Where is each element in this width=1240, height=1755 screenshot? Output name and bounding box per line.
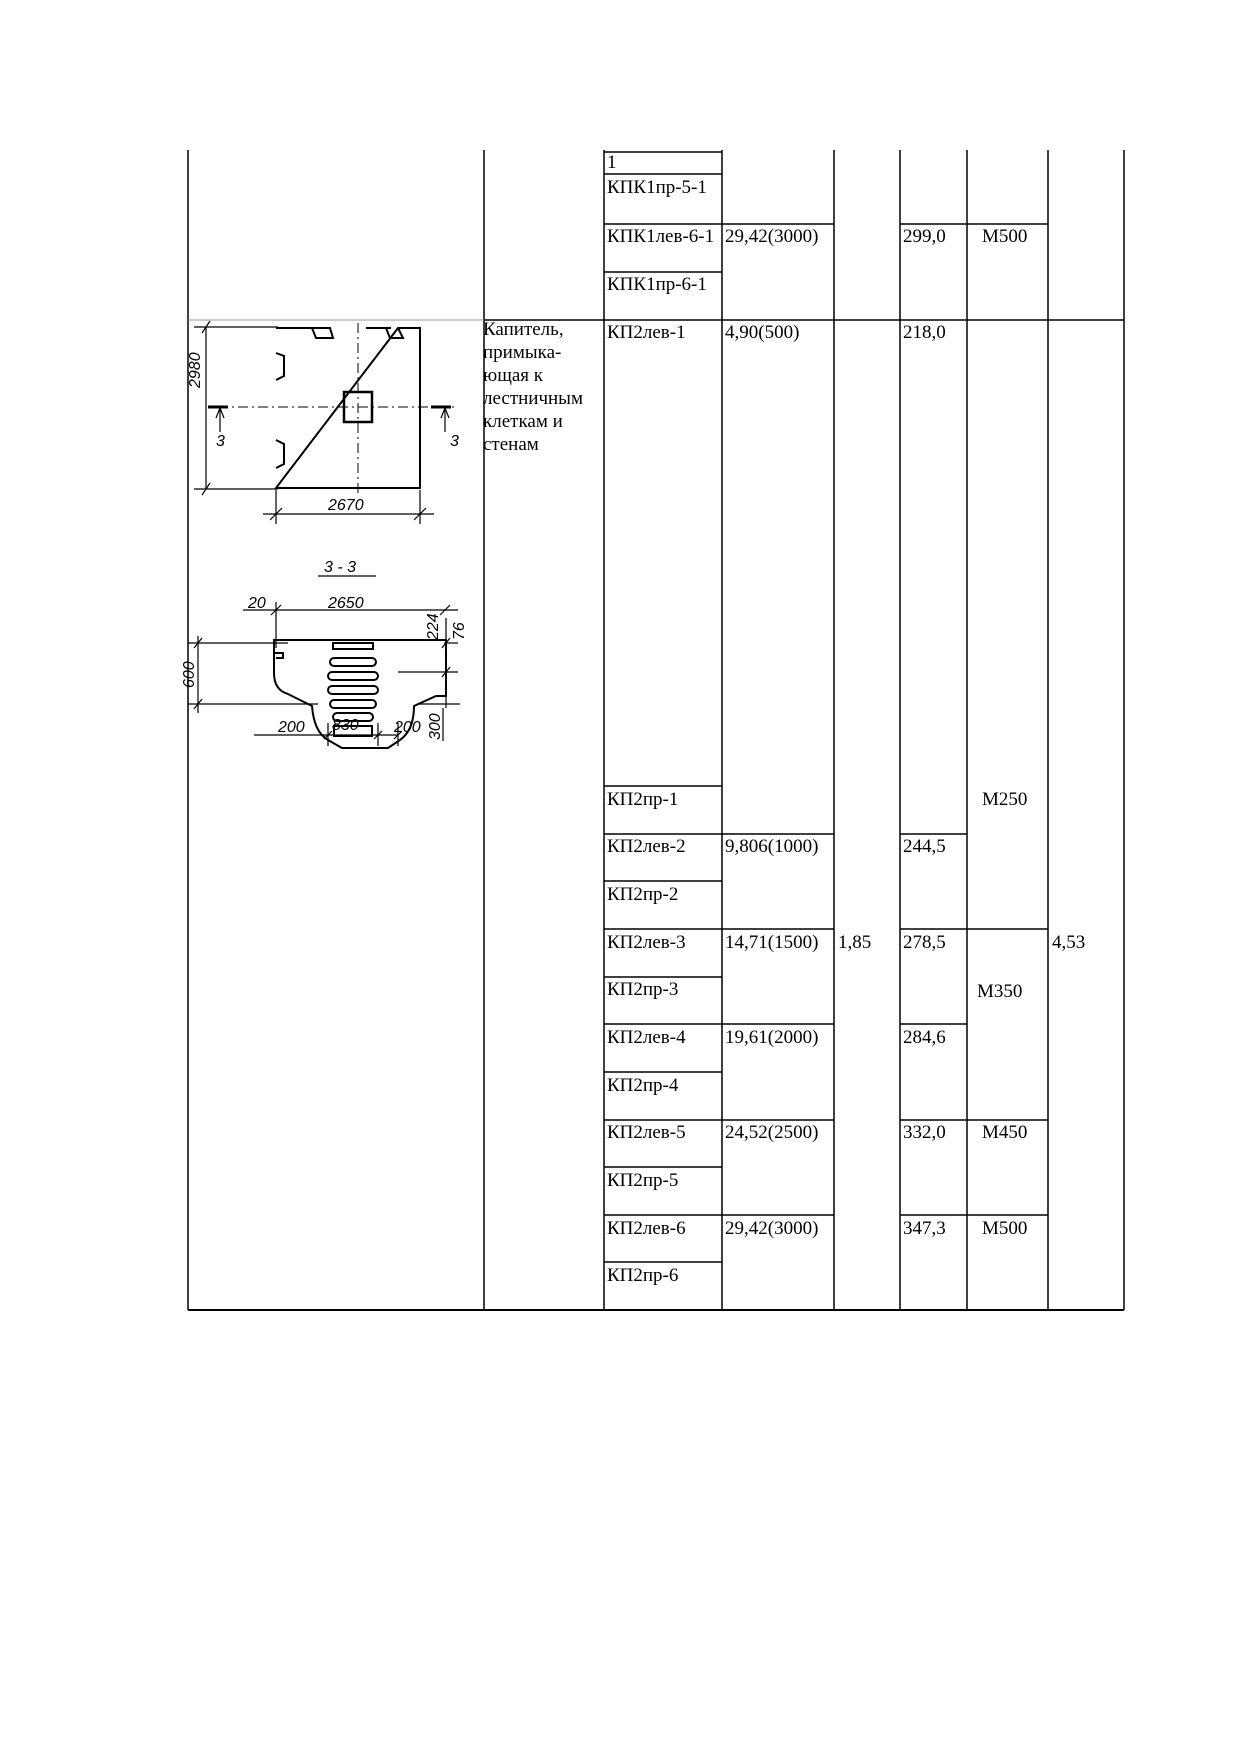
element-description: Капитель, примыка-ющая к лестничным клет… bbox=[483, 319, 583, 455]
mark-cell: КПК1пр-6-1 bbox=[607, 274, 707, 295]
concrete-cell: М500 bbox=[982, 226, 1028, 247]
mark-cell: КП2лев-5 bbox=[607, 1122, 686, 1143]
mass-cell: 332,0 bbox=[903, 1122, 946, 1143]
dim-20: 20 bbox=[247, 595, 266, 612]
concrete-cell: М500 bbox=[982, 1218, 1028, 1239]
mass-cell: 218,0 bbox=[903, 322, 946, 343]
section-mark-right: 3 bbox=[450, 433, 459, 450]
mass-cell: 244,5 bbox=[903, 836, 946, 857]
mass-cell: 284,6 bbox=[903, 1027, 946, 1048]
mark-cell: КП2лев-1 bbox=[607, 322, 686, 343]
mass-cell: 278,5 bbox=[903, 932, 946, 953]
mark-cell: КП2пр-1 bbox=[607, 789, 679, 810]
load-cell: 24,52(2500) bbox=[725, 1122, 819, 1143]
mark-cell: КП2пр-3 bbox=[607, 979, 679, 1000]
capital-drawing: 2980 3 3 2670 3 - 3 20 2650 224 76 600 2… bbox=[181, 320, 468, 749]
mark-cell: КПК1пр-5-1 bbox=[607, 177, 707, 198]
dim-2650: 2650 bbox=[327, 595, 364, 612]
concrete-cell: М450 bbox=[982, 1122, 1028, 1143]
dim-76: 76 bbox=[451, 622, 468, 640]
dim-830: 830 bbox=[332, 717, 359, 734]
mass-cell: 347,3 bbox=[903, 1218, 946, 1239]
mark-cell: 1 bbox=[607, 152, 617, 173]
mark-cell: КП2пр-6 bbox=[607, 1265, 679, 1286]
mark-cell: КПК1лев-6-1 bbox=[607, 226, 715, 247]
mark-cell: КП2лев-3 bbox=[607, 932, 686, 953]
plan-width-label: 2670 bbox=[327, 497, 364, 514]
concrete-cell: М250 bbox=[982, 789, 1028, 810]
weight-cell: 4,53 bbox=[1052, 932, 1086, 953]
dim-200-right: 200 bbox=[393, 719, 421, 736]
load-cell: 4,90(500) bbox=[725, 322, 800, 343]
section-mark-left: 3 bbox=[216, 433, 225, 450]
mark-cell: КП2пр-2 bbox=[607, 884, 679, 905]
mass-cell: 299,0 bbox=[903, 226, 946, 247]
load-cell: 14,71(1500) bbox=[725, 932, 819, 953]
concrete-cell: М350 bbox=[977, 981, 1023, 1002]
mark-cell: КП2лев-2 bbox=[607, 836, 686, 857]
dim-600: 600 bbox=[181, 661, 198, 688]
mark-cell: КП2лев-4 bbox=[607, 1027, 686, 1048]
mark-cell: КП2пр-4 bbox=[607, 1075, 679, 1096]
mark-cell: КП2лев-6 bbox=[607, 1218, 686, 1239]
load-cell: 29,42(3000) bbox=[725, 1218, 819, 1239]
load-cell: 29,42(3000) bbox=[725, 226, 819, 247]
section-title: 3 - 3 bbox=[324, 559, 356, 576]
dim-300: 300 bbox=[427, 713, 444, 740]
dim-224: 224 bbox=[425, 613, 442, 641]
dim-200-left: 200 bbox=[277, 719, 305, 736]
mark-cell: КП2пр-5 bbox=[607, 1170, 679, 1191]
load-cell: 9,806(1000) bbox=[725, 836, 819, 857]
volume-cell: 1,85 bbox=[838, 932, 872, 953]
load-cell: 19,61(2000) bbox=[725, 1027, 819, 1048]
plan-height-label: 2980 bbox=[187, 352, 204, 389]
